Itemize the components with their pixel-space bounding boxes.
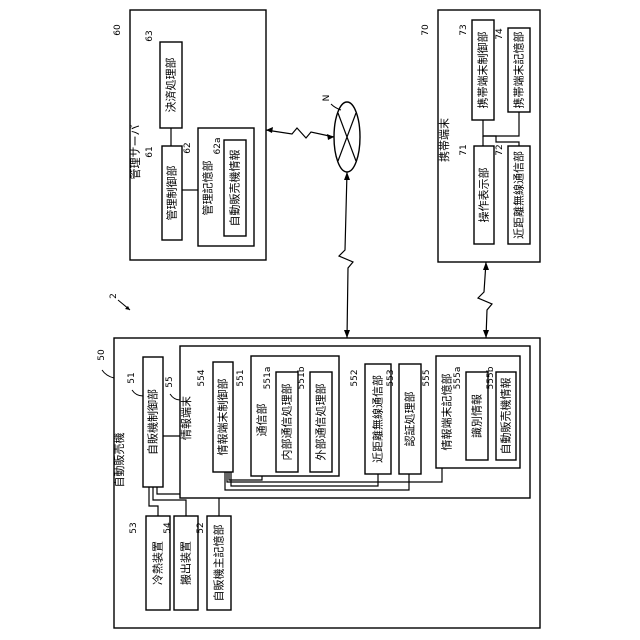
arrow-vm-end: [344, 330, 350, 338]
mobile-controller-label: 携帯端末制御部: [476, 32, 490, 109]
ref-74: 74: [495, 28, 505, 40]
ref-52: 52: [196, 522, 206, 533]
vending-machine-label: 自動販売機: [112, 433, 126, 488]
external-comm-label: 外部通信処理部: [314, 384, 328, 461]
internal-comm-label: 内部通信処理部: [280, 384, 294, 461]
ref-62a: 62a: [213, 138, 223, 155]
ref-50: 50: [97, 349, 107, 361]
arrow-mobile-end: [483, 262, 489, 270]
mobile-terminal-label: 携帯端末: [437, 118, 451, 162]
arrow-network-end-b: [344, 172, 350, 180]
info-terminal-storage-label: 情報端末記憶部: [440, 374, 454, 451]
ref-55: 55: [165, 376, 175, 387]
ref-554: 554: [197, 369, 207, 386]
cooling-heating-label: 冷熱装置: [152, 541, 165, 585]
ref-551a: 551a: [263, 367, 273, 390]
operation-display-label: 操作表示部: [477, 168, 491, 223]
mobile-short-range-label: 近距離無線通信部: [512, 151, 526, 239]
wireless-link-mobile-vm: [478, 262, 492, 338]
ref-63: 63: [145, 30, 155, 41]
server-vm-info-label: 自動販売機情報: [228, 150, 242, 227]
authentication-label: 認証処理部: [403, 392, 417, 447]
ref-555b: 555b: [486, 366, 496, 389]
information-terminal-label: 情報端末: [179, 396, 193, 440]
ref-555a: 555a: [453, 367, 463, 390]
ref-54: 54: [163, 522, 173, 534]
vm-info-label: 自動販売機情報: [499, 378, 513, 455]
management-storage-label: 管理記憶部: [201, 161, 215, 216]
management-server: 管理サーバ 60 決済処理部 63 管理制御部 61 管理記憶部 62 自動販売…: [113, 10, 266, 260]
dispensing-label: 搬出装置: [179, 541, 193, 585]
ref-553: 553: [386, 369, 396, 386]
ref-70: 70: [421, 24, 431, 36]
short-range-comm-label: 近距離無線通信部: [371, 375, 385, 463]
ref-51: 51: [127, 372, 137, 383]
ref-551: 551: [236, 369, 246, 386]
ref-551b: 551b: [297, 366, 307, 389]
leader-50: [102, 370, 114, 378]
vm-controller-label: 自販機制御部: [146, 389, 160, 455]
network-label: N: [322, 95, 332, 102]
ref-53: 53: [129, 522, 139, 533]
ref-555: 555: [422, 369, 432, 386]
wireless-link-server-network: [266, 128, 334, 138]
mobile-terminal: 携帯端末 70 携帯端末制御部 73 携帯端末記憶部 74 操作表示部 71 近…: [421, 10, 540, 262]
vm-main-storage-label: 自販機主記憶部: [212, 525, 226, 602]
ref-61: 61: [145, 146, 155, 157]
arrow-vm-end-b: [483, 330, 489, 338]
mobile-storage-label: 携帯端末記憶部: [512, 32, 526, 109]
wireless-link-network-vm: [339, 172, 353, 338]
ref-73: 73: [459, 24, 469, 35]
communication-unit-label: 通信部: [255, 404, 269, 437]
ref-71: 71: [459, 144, 469, 155]
management-controller-label: 管理制御部: [165, 166, 179, 221]
arrow-network-end-a: [327, 134, 334, 140]
ref-552: 552: [350, 369, 360, 386]
ref-72: 72: [495, 144, 505, 155]
info-terminal-controller-label: 情報端末制御部: [216, 379, 230, 456]
network: N: [322, 95, 360, 172]
ref-60: 60: [113, 24, 123, 36]
ref-62: 62: [183, 142, 193, 153]
management-server-label: 管理サーバ: [128, 125, 142, 180]
payment-processing-label: 決済処理部: [164, 58, 178, 113]
ref-system: 2: [109, 293, 119, 299]
identification-info-label: 識別情報: [471, 394, 484, 438]
vending-machine: 自動販売機 50 自販機制御部 51 冷熱装置 53 搬出装置 54 自販機主記…: [97, 338, 540, 628]
arrow-server-end: [266, 127, 273, 133]
